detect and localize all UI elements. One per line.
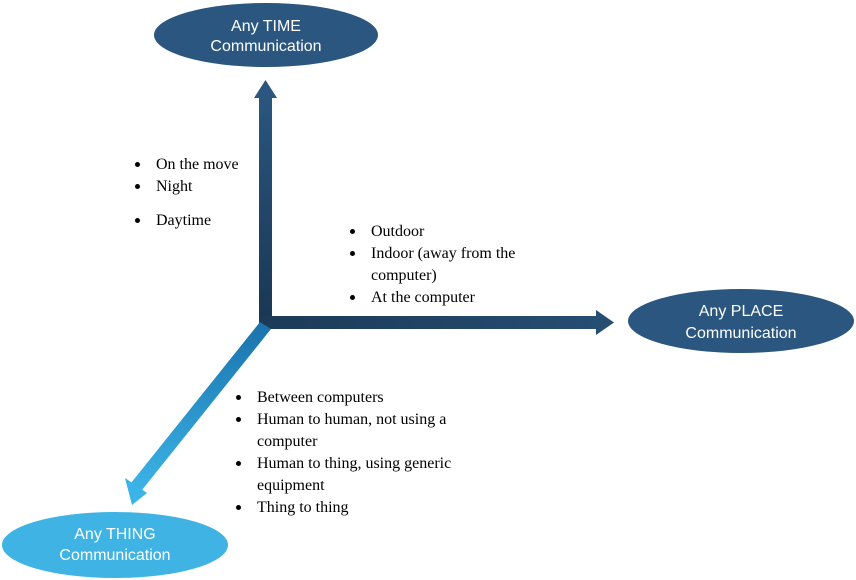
thing-bullet-list: Between computers Human to human, not us… [233, 387, 493, 519]
thing-axis-arrow [125, 322, 271, 505]
time-item-on-the-move: On the move [132, 154, 272, 176]
thing-item-thing-to-thing: Thing to thing [233, 497, 493, 519]
place-axis-arrow [259, 310, 614, 335]
time-item-night: Night [132, 176, 272, 198]
place-item-indoor: Indoor (away from the computer) [347, 243, 562, 287]
any-thing-line1: Any THING [74, 526, 156, 543]
place-item-at-computer: At the computer [347, 287, 562, 309]
thing-item-human-to-human: Human to human, not using a computer [233, 409, 472, 453]
time-bullet-list: On the move Night Daytime [132, 154, 272, 232]
any-place-line2: Communication [685, 325, 796, 342]
any-time-node: Any TIME Communication [154, 3, 378, 67]
any-thing-line2: Communication [59, 547, 170, 564]
any-time-line2: Communication [210, 38, 321, 55]
any-place-line1: Any PLACE [699, 303, 783, 320]
any-time-line1: Any TIME [231, 18, 301, 35]
thing-item-between-computers: Between computers [233, 387, 493, 409]
thing-item-human-to-thing: Human to thing, using generic equipment [233, 453, 452, 497]
time-item-daytime: Daytime [132, 210, 272, 232]
place-item-outdoor: Outdoor [347, 221, 562, 243]
any-place-node: Any PLACE Communication [628, 289, 854, 353]
any-thing-node: Any THING Communication [2, 512, 228, 578]
time-axis-arrow [254, 80, 277, 328]
place-bullet-list: Outdoor Indoor (away from the computer) … [347, 221, 562, 309]
